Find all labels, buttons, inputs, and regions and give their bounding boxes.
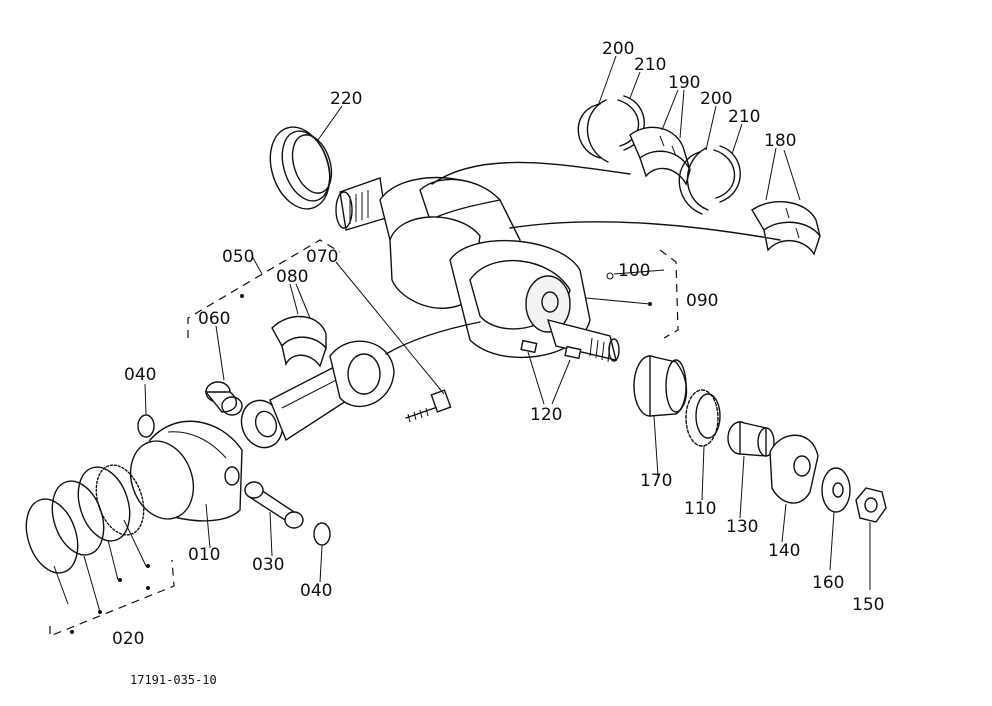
bracket-090	[659, 249, 679, 339]
callout-010: 010	[188, 545, 220, 565]
callout-090: 090	[686, 291, 718, 311]
oil-seal-220	[269, 126, 333, 210]
callout-070: 070	[306, 247, 338, 267]
callout-180: 180	[764, 131, 796, 151]
callout-040-top: 040	[124, 365, 156, 385]
snap-ring-040-top	[137, 414, 155, 438]
callout-030: 030	[252, 555, 284, 575]
leader-dots	[70, 272, 652, 634]
washer-160	[821, 467, 851, 513]
callout-020: 020	[112, 629, 144, 649]
callout-190: 190	[668, 73, 700, 93]
piston-010	[129, 420, 243, 522]
bracket-020	[49, 559, 175, 637]
main-bearing-180	[751, 201, 821, 256]
snap-ring-040-bottom	[313, 522, 331, 546]
small-end-bushing-060	[204, 381, 243, 416]
collar-130	[727, 421, 775, 457]
leader-lines	[53, 55, 871, 613]
callout-050: 050	[222, 247, 254, 267]
callout-100: 100	[618, 261, 650, 281]
crankpin-bearing-080	[271, 315, 327, 368]
callout-210-left: 210	[634, 55, 666, 75]
thrust-washer-200-left	[577, 99, 609, 163]
nut-150	[855, 487, 887, 523]
callout-080: 080	[276, 267, 308, 287]
thrust-washer-200-right	[678, 147, 709, 215]
callout-150: 150	[852, 595, 884, 615]
callout-110: 110	[684, 499, 716, 519]
callout-060: 060	[198, 309, 230, 329]
main-bearing-190	[629, 126, 691, 186]
callout-160: 160	[812, 573, 844, 593]
crank-pulley-140	[769, 434, 819, 504]
bearing-170	[633, 355, 688, 417]
callout-labels: 200 210 190 200 210 180 220 050 070 080 …	[112, 39, 884, 687]
crankshaft	[335, 176, 620, 363]
thrust-washer-210-left	[617, 95, 645, 151]
callout-120: 120	[530, 405, 562, 425]
callout-210-right: 210	[728, 107, 760, 127]
gear-110	[685, 389, 721, 447]
piston-rings-020	[25, 464, 145, 574]
callout-200-right: 200	[700, 89, 732, 109]
thrust-washer-210-right	[713, 145, 741, 203]
piston-pin-030	[244, 481, 304, 529]
drawing-code: 17191-035-10	[130, 673, 217, 687]
callout-170: 170	[640, 471, 672, 491]
bracket-050	[187, 239, 341, 338]
callout-200-left: 200	[602, 39, 634, 59]
connecting-rod	[240, 340, 452, 449]
callout-220: 220	[330, 89, 362, 109]
callout-040-bottom: 040	[300, 581, 332, 601]
callout-130: 130	[726, 517, 758, 537]
callout-140: 140	[768, 541, 800, 561]
